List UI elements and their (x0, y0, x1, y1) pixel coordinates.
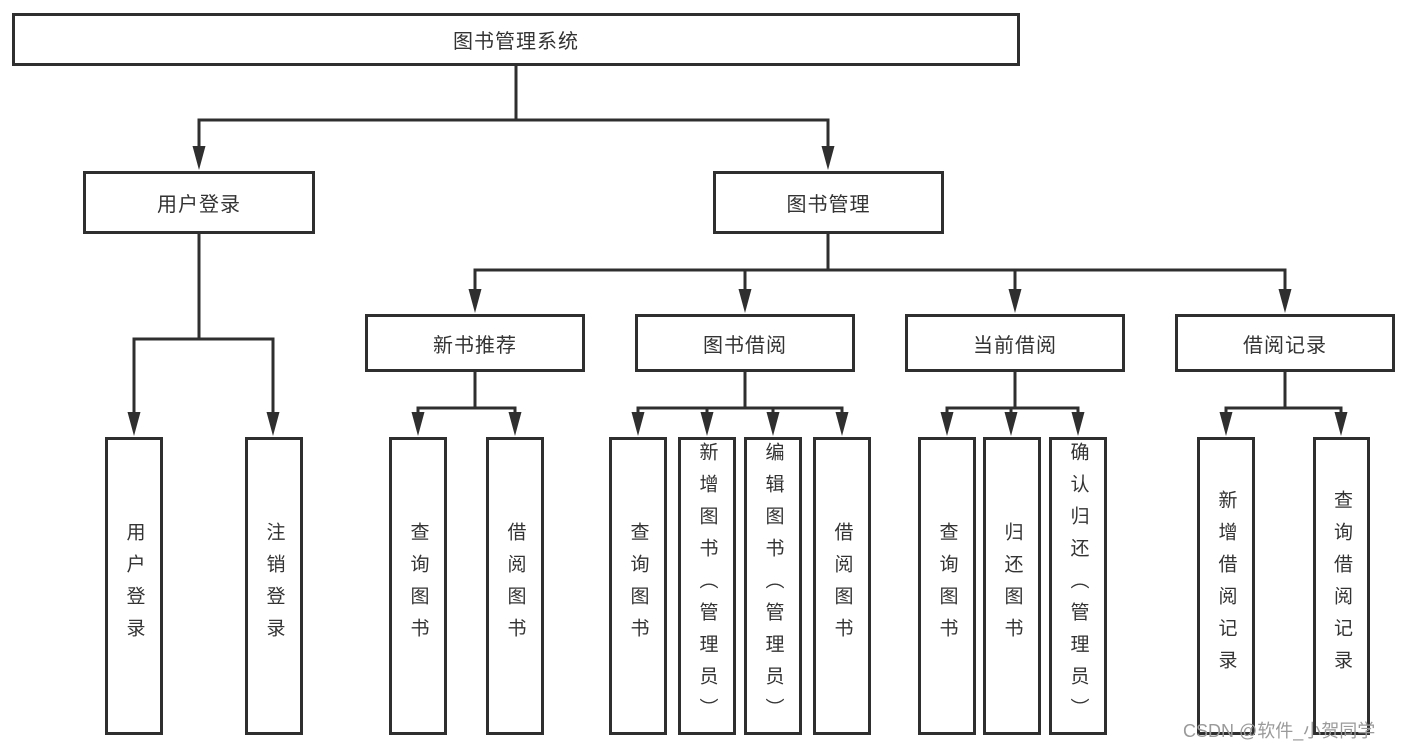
leaf-rec-query-books: 查询图书 (389, 437, 447, 735)
node-label: 查询图书 (407, 522, 429, 650)
node-label: 借阅图书 (504, 522, 526, 650)
arrowheads (127, 146, 1348, 436)
node-label: 查询图书 (627, 522, 649, 650)
node-new-book-recommendation: 新书推荐 (365, 314, 585, 372)
csdn-watermark: CSDN @软件_小贺同学 (1183, 721, 1376, 741)
node-label: 归还图书 (1001, 522, 1023, 650)
node-borrowing-records: 借阅记录 (1175, 314, 1395, 372)
node-label: 确认归还（管理员） (1067, 442, 1089, 730)
leaf-user-login: 用户登录 (105, 437, 163, 735)
leaf-confirm-return-admin: 确认归还（管理员） (1049, 437, 1107, 735)
node-book-management-branch: 图书管理 (713, 171, 944, 234)
node-book-borrowing: 图书借阅 (635, 314, 855, 372)
leaf-logout: 注销登录 (245, 437, 303, 735)
node-current-borrowing: 当前借阅 (905, 314, 1125, 372)
node-label: 新增图书（管理员） (696, 442, 718, 730)
leaf-edit-books-admin: 编辑图书（管理员） (744, 437, 802, 735)
node-label: 查询图书 (936, 522, 958, 650)
node-label: 借阅图书 (831, 522, 853, 650)
node-label: 编辑图书（管理员） (762, 442, 784, 730)
node-label: 当前借阅 (973, 334, 1057, 357)
node-library-management-system: 图书管理系统 (12, 13, 1020, 66)
node-label: 图书管理 (786, 194, 871, 216)
node-label: 用户登录 (123, 522, 145, 650)
leaf-borrow-query-books: 查询图书 (609, 437, 667, 735)
leaf-add-books-admin: 新增图书（管理员） (678, 437, 736, 735)
node-user-login-branch: 用户登录 (83, 171, 315, 234)
node-label: 新增借阅记录 (1215, 490, 1237, 682)
node-label: 图书借阅 (703, 334, 787, 357)
node-label: 图书管理系统 (453, 31, 579, 53)
leaf-borrow-borrow-books: 借阅图书 (813, 437, 871, 735)
leaf-rec-borrow-books: 借阅图书 (486, 437, 544, 735)
leaf-current-query-books: 查询图书 (918, 437, 976, 735)
leaf-query-borrow-record: 查询借阅记录 (1313, 437, 1370, 735)
node-label: 查询借阅记录 (1331, 490, 1352, 682)
node-label: 借阅记录 (1243, 334, 1327, 357)
node-label: 注销登录 (263, 522, 285, 650)
node-label: 用户登录 (157, 194, 241, 216)
leaf-add-borrow-record: 新增借阅记录 (1197, 437, 1255, 735)
leaf-return-books: 归还图书 (983, 437, 1041, 735)
node-label: 新书推荐 (433, 334, 517, 357)
